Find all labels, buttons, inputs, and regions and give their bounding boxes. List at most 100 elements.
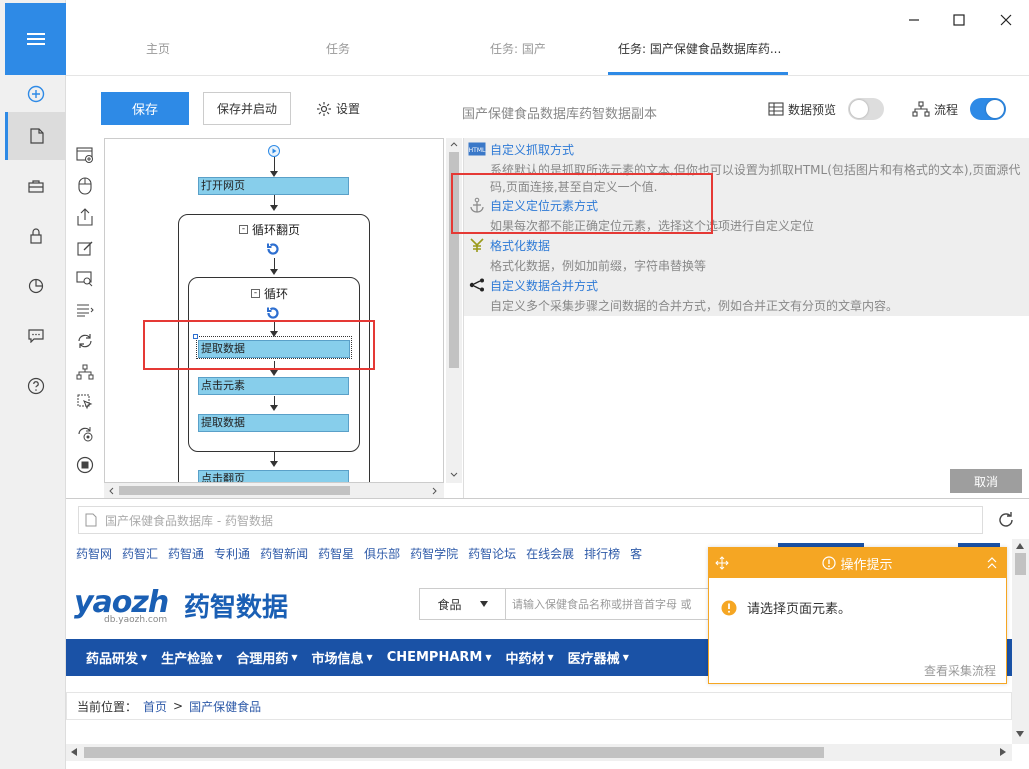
- message-icon[interactable]: [5, 316, 66, 356]
- site-search-input[interactable]: 请输入保健食品名称或拼音首字母 或: [512, 598, 692, 611]
- site-link[interactable]: 排行榜: [584, 547, 621, 561]
- browser-horizontal-scrollbar[interactable]: [66, 744, 1012, 761]
- address-bar[interactable]: 国产保健食品数据库 - 药智数据: [78, 506, 983, 534]
- site-link[interactable]: 俱乐部: [364, 547, 401, 561]
- loop-box[interactable]: [188, 277, 360, 452]
- briefcase-icon[interactable]: [5, 166, 66, 206]
- site-logo[interactable]: yaozh 药智数据 db.yaozh.com: [74, 579, 334, 629]
- option-merge-data[interactable]: 自定义数据合并方式 自定义多个采集步骤之间数据的合并方式，例如合并正文有分页的文…: [468, 277, 1029, 315]
- maximize-icon[interactable]: [949, 10, 969, 30]
- highlight-box-extract-step: [143, 320, 375, 370]
- site-link[interactable]: 药智通: [168, 547, 205, 561]
- loop-icon[interactable]: [73, 329, 97, 353]
- site-nav-item[interactable]: 合理用药▼: [236, 652, 298, 667]
- edit-icon[interactable]: [73, 236, 97, 260]
- dropdown-arrow-icon: [479, 601, 488, 607]
- step-extract-data-selected[interactable]: 提取数据: [198, 340, 350, 358]
- loop-page-box[interactable]: [178, 214, 370, 482]
- site-nav-item[interactable]: 市场信息▼: [311, 652, 373, 667]
- lock-icon[interactable]: [5, 216, 66, 256]
- flow-control[interactable]: 流程: [912, 98, 1007, 120]
- breadcrumb-current[interactable]: 国产保健食品: [189, 699, 262, 714]
- workflow-canvas[interactable]: 打开网页 - 循环翻页 - 循环 提取数据 点击元素 提取数据 点击翻页: [104, 138, 444, 483]
- site-link[interactable]: 客: [630, 547, 643, 561]
- toolbar: 保存 保存并启动 设置 国产保健食品数据库药智数据副本 数据预览 流程: [66, 75, 1029, 138]
- highlight-box-locate-option: [451, 173, 713, 234]
- site-nav-item[interactable]: 生产检验▼: [161, 652, 223, 667]
- menu-icon[interactable]: [5, 3, 66, 75]
- site-link[interactable]: 药智汇: [122, 547, 159, 561]
- select-cursor-icon[interactable]: [73, 391, 97, 415]
- option-format-data[interactable]: 格式化数据 格式化数据，例如加前缀，字符串替换等: [468, 237, 1029, 275]
- logo-chinese: 药智数据: [184, 593, 289, 623]
- site-link[interactable]: 药智论坛: [468, 547, 517, 561]
- tab-tasks[interactable]: 任务: [326, 42, 351, 56]
- site-nav-item[interactable]: 中药材▼: [505, 652, 554, 667]
- loop-page-label[interactable]: - 循环翻页: [239, 221, 300, 238]
- stop-icon[interactable]: [73, 453, 97, 477]
- step-extract-data[interactable]: 提取数据: [198, 414, 349, 432]
- gear-icon: [317, 101, 331, 116]
- export-icon[interactable]: [73, 205, 97, 229]
- collapse-icon[interactable]: -: [239, 225, 248, 234]
- site-nav-item[interactable]: 药品研发▼: [86, 652, 148, 667]
- loop-label[interactable]: - 循环: [251, 285, 288, 302]
- site-link[interactable]: 药智学院: [410, 547, 459, 561]
- search-box-icon[interactable]: [73, 267, 97, 291]
- breadcrumb-home[interactable]: 首页: [143, 699, 168, 714]
- data-preview-control[interactable]: 数据预览: [768, 98, 885, 120]
- branch-icon[interactable]: [73, 360, 97, 384]
- step-click-element[interactable]: 点击元素: [198, 377, 349, 395]
- canvas-horizontal-scrollbar[interactable]: [104, 483, 444, 498]
- site-link[interactable]: 药智星: [318, 547, 355, 561]
- site-nav-item[interactable]: 医疗器械▼: [567, 652, 629, 667]
- add-step-icon[interactable]: [73, 143, 97, 167]
- active-tab-indicator: [608, 72, 788, 75]
- address-text: 国产保健食品数据库 - 药智数据: [105, 513, 273, 528]
- step-options-panel: HTML 自定义抓取方式 系统默认的是抓取所选元素的文本,但你也可以设置为抓取H…: [463, 138, 1029, 498]
- save-and-start-button[interactable]: 保存并启动: [203, 92, 291, 125]
- refresh-target-icon[interactable]: [73, 422, 97, 446]
- document-icon[interactable]: [5, 112, 66, 160]
- search-category-select[interactable]: 食品: [420, 589, 506, 619]
- settings-label: 设置: [336, 102, 361, 116]
- site-link[interactable]: 在线会展: [526, 547, 575, 561]
- move-icon[interactable]: [715, 556, 729, 570]
- step-click-next-page[interactable]: 点击翻页: [198, 470, 349, 482]
- option-custom-locate[interactable]: 自定义定位元素方式 如果每次都不能正确定位元素，选择这个选项进行自定义定位: [468, 197, 1029, 235]
- site-nav-item[interactable]: CHEMPHARM▼: [386, 650, 492, 665]
- browser-vertical-scrollbar[interactable]: [1012, 539, 1029, 744]
- close-icon[interactable]: [996, 10, 1016, 30]
- site-link[interactable]: 专利通: [214, 547, 251, 561]
- collapse-up-icon[interactable]: [986, 556, 998, 570]
- step-open-page[interactable]: 打开网页: [198, 177, 349, 195]
- refresh-icon[interactable]: [997, 511, 1015, 529]
- settings-button[interactable]: 设置: [316, 100, 360, 117]
- tab-home[interactable]: 主页: [146, 42, 171, 56]
- mouse-icon[interactable]: [73, 174, 97, 198]
- save-button[interactable]: 保存: [101, 92, 189, 125]
- canvas-vertical-scrollbar[interactable]: [446, 138, 462, 483]
- task-title: 国产保健食品数据库药智数据副本: [462, 107, 658, 122]
- pie-chart-icon[interactable]: [5, 266, 66, 306]
- collapse-icon[interactable]: -: [251, 289, 260, 298]
- flow-toggle[interactable]: [970, 98, 1007, 120]
- popup-header[interactable]: 操作提示: [709, 548, 1006, 578]
- view-flow-link[interactable]: 查看采集流程: [923, 664, 996, 678]
- tab-task-domestic[interactable]: 任务: 国产: [490, 42, 546, 56]
- minimize-icon[interactable]: [904, 10, 924, 30]
- workflow-tools: [66, 138, 104, 498]
- help-icon[interactable]: [5, 366, 66, 406]
- title-bar: 主页 任务 任务: 国产 任务: 国产保健食品数据库药...: [66, 0, 1029, 75]
- new-task-icon[interactable]: [5, 74, 66, 114]
- site-link[interactable]: 药智网: [76, 547, 113, 561]
- flow-icon: [912, 101, 930, 117]
- cancel-button[interactable]: 取消: [950, 469, 1022, 493]
- list-icon[interactable]: [73, 298, 97, 322]
- info-icon: [822, 556, 837, 570]
- data-preview-toggle[interactable]: [848, 98, 885, 120]
- option-custom-capture[interactable]: HTML 自定义抓取方式 系统默认的是抓取所选元素的文本,但你也可以设置为抓取H…: [468, 142, 1021, 194]
- tab-task-active[interactable]: 任务: 国产保健食品数据库药...: [618, 42, 782, 56]
- site-link[interactable]: 药智新闻: [260, 547, 309, 561]
- logo-domain: db.yaozh.com: [104, 615, 168, 625]
